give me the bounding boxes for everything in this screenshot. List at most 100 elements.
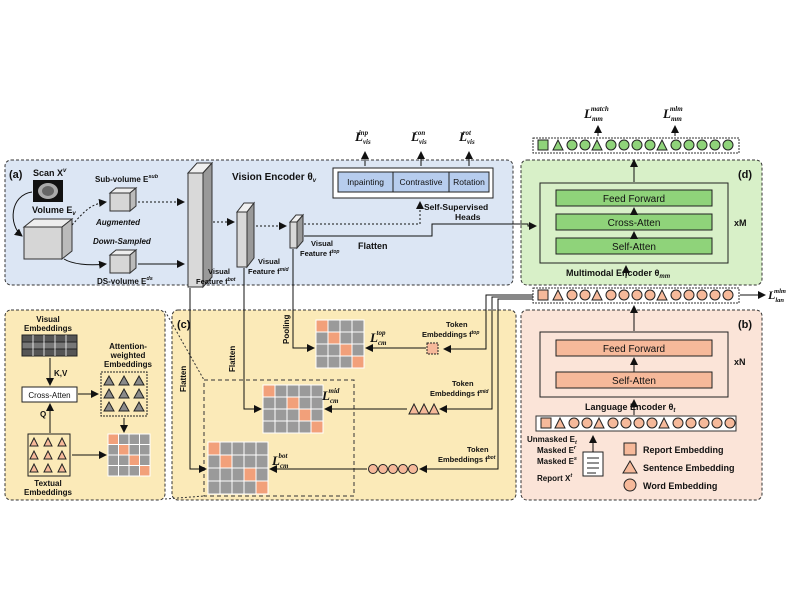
flatten-bot-line [189,288,207,473]
mm-encoder-label: Multimodal Encoder θmm [566,268,671,280]
svg-text:Lcmbot: Lcmbot [271,452,289,470]
heads-row: Inpainting Contrastive Rotation [337,171,490,193]
visual-feature-bot-label: Visual Feature fbot [196,267,236,286]
svg-text:Volume Ev: Volume Ev [32,205,76,217]
volume-cube [22,217,74,261]
legend-word-label: Word Embedding [643,481,717,491]
detail-visual-label-1: Visual [36,315,59,324]
svg-text:Lcmtop: Lcmtop [369,329,387,347]
svg-text:Llanmlm: Llanmlm [767,288,786,304]
report-label: Report Xt [537,473,573,483]
svg-text:Feature ftop: Feature ftop [300,249,339,258]
head-rotation [448,171,490,193]
unmasked-label: Unmasked Et [527,435,578,446]
legend-report-label: Report Embedding [643,445,724,455]
svg-text:DS-volume Eds: DS-volume Eds [97,276,153,286]
flatten-mid-label: Flatten [228,346,237,372]
visual-embeddings-grid [21,334,78,357]
augmented-label: Augmented [95,218,141,227]
head-contrastive-label: Contrastive [400,177,443,187]
multimodal-block [539,182,729,264]
loss-vis-con: Lviscon [410,129,427,146]
svg-text:Feature fbot: Feature fbot [196,277,236,286]
panel-b-tag: (b) [738,319,752,331]
loss-mm-mlm: Lmmmlm [662,105,683,123]
panel-a-tag: (a) [9,169,23,181]
lan-feed-forward [555,339,713,357]
attn-weighted-label-1: Attention- [109,342,147,351]
pooling-label: Pooling [282,315,291,344]
visual-feature-top-label: Visual Feature ftop [300,239,339,258]
cross-atten-label: Cross-Atten [28,391,70,400]
scan-image [33,180,63,202]
head-rotation-label: Rotation [453,177,485,187]
q-label: Q [40,410,46,419]
token-top-label: Token Embeddings ftop [422,320,479,339]
svg-text:Masked Er: Masked Er [537,445,577,455]
ds-volume-label: DS-volume Eds [97,276,153,286]
legend-sentence-label: Sentence Embedding [643,463,735,473]
token-top-embedding [426,342,439,355]
detail-result-grid [107,433,151,477]
svg-text:Feature fmid: Feature fmid [248,267,290,276]
zoom-connectors [164,310,205,500]
svg-text:Lvisinp: Lvisinp [354,129,371,146]
masked-r-label: Masked Er [537,445,577,455]
svg-text:Lvisrot: Lvisrot [458,129,475,146]
loss-vis-rot: Lvisrot [458,129,475,146]
scan-label: Scan Xv [33,168,67,178]
svg-text:Sub-volume Esub: Sub-volume Esub [95,174,159,184]
textual-embeddings-grid [27,433,71,477]
slab-top-to-heads-arrow [304,201,424,225]
svg-text:Lmmmlm: Lmmmlm [662,105,683,123]
svg-text:Lviscon: Lviscon [410,129,427,146]
svg-text:Unmasked Et: Unmasked Et [527,435,578,446]
lan-feed-forward-label: Feed Forward [603,344,665,355]
token-bot-label: Token Embeddings fbot [438,445,496,464]
svg-text:Masked Es: Masked Es [537,456,577,466]
scan-to-volume-arrow [12,191,33,237]
svg-text:Visual: Visual [311,239,333,248]
svg-text:Lmmmatch: Lmmmatch [583,105,609,123]
head-inpainting-label: Inpainting [347,177,384,187]
svg-text:Token: Token [467,445,489,454]
mm-self-atten-label: Self-Atten [612,242,656,253]
sub-volume-cube [108,186,138,213]
loss-mm-match: Lmmmatch [583,105,609,123]
svg-text:Vision Encoder θv: Vision Encoder θv [232,172,317,184]
svg-text:Embeddings fbot: Embeddings fbot [438,455,496,464]
detail-grid-arrows [72,418,128,459]
legend-word-icon [623,478,637,492]
token-bot-embeddings [368,464,418,474]
sub-volume-label: Sub-volume Esub [95,174,159,184]
lan-encoder-label: Language Encoder θt [585,402,676,414]
ssh-label-1: Self-Supervised [424,202,488,212]
loss-vis-inp: Lvisinp [354,129,371,146]
legend-sentence-icon [622,460,638,474]
token-mid-embeddings [408,402,440,415]
lan-input-tokens [540,416,736,429]
svg-text:Embeddings fmid: Embeddings fmid [430,389,489,398]
attn-weighted-label-3: Embeddings [104,360,153,369]
cross-atten-box [21,386,78,403]
svg-text:Scan Xv: Scan Xv [33,168,67,178]
detail-visual-label-2: Embeddings [24,324,73,333]
mm-feed-forward-label: Feed Forward [603,194,665,205]
svg-text:Report Xt: Report Xt [537,473,573,483]
detail-textual-label-1: Textual [34,479,61,488]
encoder-title: Vision Encoder θv [232,172,317,184]
svg-text:Language Encoder θt: Language Encoder θt [585,402,676,414]
language-block [539,331,729,398]
encoder-slab-bottom [186,161,214,289]
token-mid-label: Token Embeddings fmid [430,379,489,398]
panel-c-tag: (c) [177,319,191,331]
report-icon [582,451,604,477]
mm-feed-forward [555,189,713,207]
ssh-label-2: Heads [455,212,481,222]
cm-grid-mid [262,384,324,434]
panel-b-language [520,309,763,501]
svg-text:Token: Token [446,320,468,329]
svg-text:Lcmmid: Lcmmid [321,387,340,405]
mm-cross-atten-label: Cross-Atten [608,218,661,229]
